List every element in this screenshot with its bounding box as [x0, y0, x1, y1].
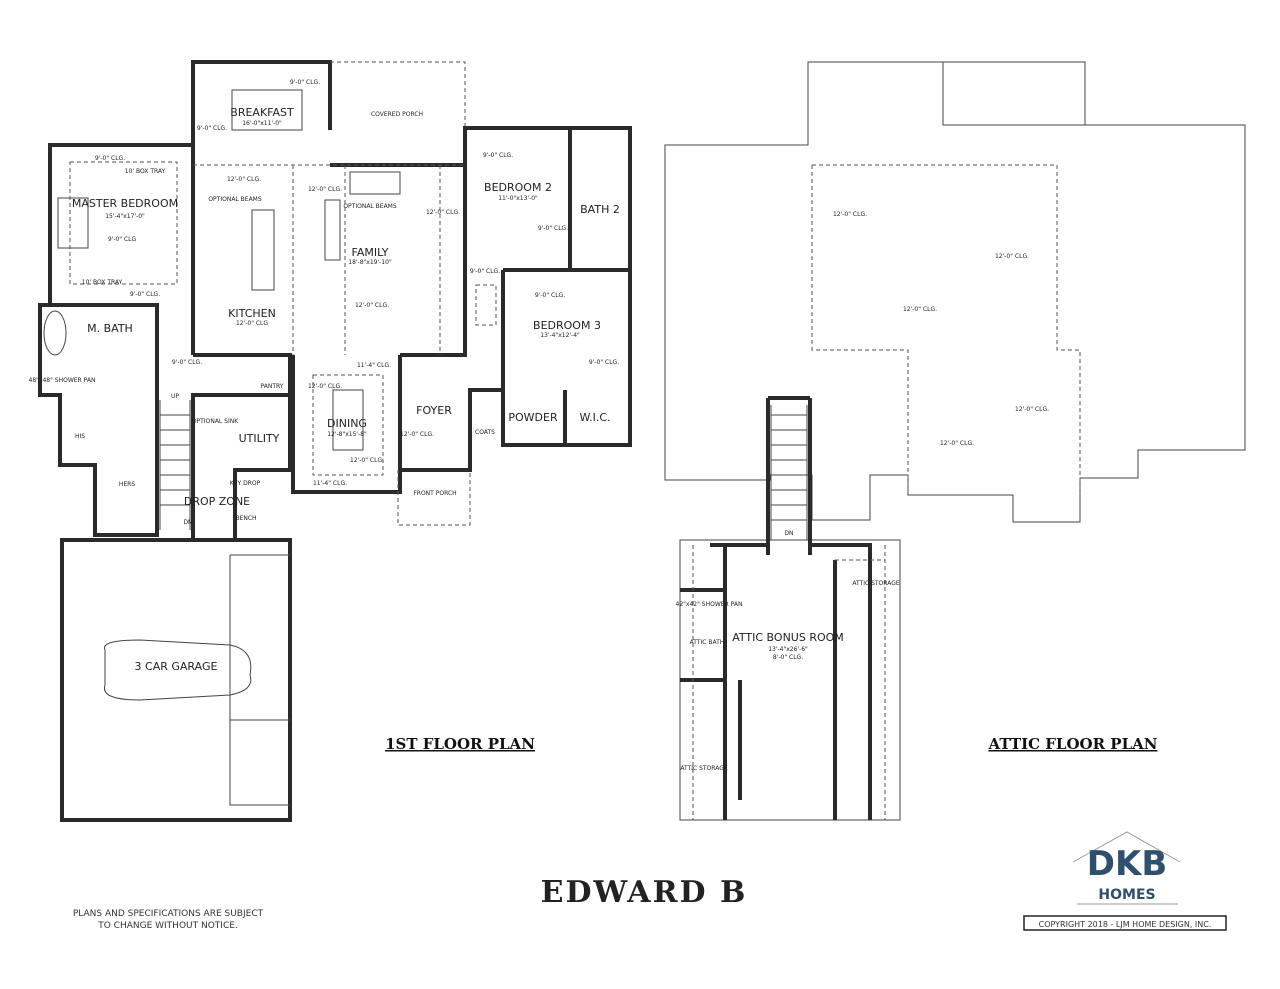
attic-floor-title: ATTIC FLOOR PLAN [988, 735, 1158, 753]
family-clg: 12'-0" CLG. [355, 302, 389, 309]
stair-up-label: UP [171, 393, 179, 400]
kitchen-clg: 12'-0" CLG [236, 320, 268, 327]
attic-clg-4: 12'-0" CLG. [1015, 406, 1049, 413]
master-tray-top: 10' BOX TRAY [125, 168, 166, 175]
m-bath-shower: 48"x48" SHOWER PAN [29, 377, 96, 384]
room-labels: BREAKFAST 16'-0"x11'-0" 9'-0" CLG. 9'-0"… [29, 79, 1050, 772]
key-drop-label: KEY DROP [230, 480, 261, 487]
bath2-label: BATH 2 [580, 203, 620, 216]
attic-floor-walls [664, 61, 1246, 821]
stair-dn-label: DN [183, 519, 192, 526]
logo-letters: DKB [1087, 844, 1167, 884]
dining-clg2-bottom: 12'-0" CLG. [350, 457, 384, 464]
first-floor-details [43, 89, 497, 701]
logo: DKB HOMES [1072, 831, 1181, 905]
disclaimer-line-1: PLANS AND SPECIFICATIONS ARE SUBJECT [73, 909, 264, 919]
powder-label: POWDER [508, 411, 558, 424]
attic-stair-dn: DN [784, 530, 793, 537]
attic-bath-label: ATTIC BATH [690, 639, 725, 646]
master-bedroom-label: MASTER BEDROOM [72, 197, 178, 210]
master-clg: 9'-0" CLG [108, 236, 137, 243]
dining-dims: 12'-8"x15'-8" [327, 431, 367, 438]
kitchen-label: KITCHEN [228, 307, 276, 320]
dining-label: DINING [327, 417, 367, 430]
front-porch-label: FRONT PORCH [413, 490, 456, 497]
first-floor-walls [38, 60, 632, 822]
breakfast-label: BREAKFAST [230, 106, 294, 119]
bedroom3-label: BEDROOM 3 [533, 319, 601, 332]
mbath-clg: 9'-0" CLG. [130, 291, 160, 298]
family-clg-top: 12'-0" CLG. [308, 186, 342, 193]
bedroom3-clg: 9'-0" CLG. [589, 359, 619, 366]
closet2-clg: 9'-0" CLG. [538, 225, 568, 232]
breakfast-clg: 9'-0" CLG. [290, 79, 320, 86]
dining-clg-top: 11'-4" CLG. [357, 362, 391, 369]
m-bath-label: M. BATH [87, 322, 133, 335]
utility-label: UTILITY [239, 432, 280, 445]
master-clg-top: 9'-0" CLG. [95, 155, 125, 162]
stair-hall-clg: 9'-0" CLG. [172, 359, 202, 366]
first-floor-title: 1ST FLOOR PLAN [385, 735, 535, 753]
his-label: HIS [75, 433, 85, 440]
attic-clg-2: 12'-0" CLG. [995, 253, 1029, 260]
hers-label: HERS [119, 481, 135, 488]
bedroom3-dims: 13'-4"x12'-4" [540, 332, 580, 339]
master-dims: 15'-4"x17'-0" [105, 213, 145, 220]
disclaimer-line-2: TO CHANGE WITHOUT NOTICE. [97, 921, 238, 931]
bedroom2-clg: 9'-0" CLG. [483, 152, 513, 159]
hall-clg: 12'-0" CLG. [426, 209, 460, 216]
attic-clg-5: 12'-0" CLG. [940, 440, 974, 447]
foyer-label: FOYER [416, 404, 452, 417]
bedroom3-clg-top: 9'-0" CLG. [535, 292, 565, 299]
copyright: COPYRIGHT 2018 - LJM HOME DESIGN, INC. [1039, 920, 1212, 929]
dining-clg2-top: 12'-0" CLG. [308, 383, 342, 390]
wic-label: W.I.C. [579, 411, 610, 424]
breakfast-dims: 16'-0"x11'-0" [242, 120, 282, 127]
foyer-clg: 12'-0" CLG. [400, 431, 434, 438]
attic-storage-left: ATTIC STORAGE [680, 765, 728, 772]
family-beams: OPTIONAL BEAMS [343, 203, 397, 210]
attic-clg-3: 12'-0" CLG. [903, 306, 937, 313]
attic-clg-1: 12'-0" CLG. [833, 211, 867, 218]
optional-sink-label: OPTIONAL SINK [192, 418, 239, 425]
family-label: FAMILY [352, 246, 389, 259]
plan-name: EDWARD B [541, 875, 748, 910]
covered-porch-label: COVERED PORCH [371, 111, 423, 118]
bedroom2-dims: 11'-0"x13'-0" [498, 195, 538, 202]
hall2-clg: 9'-0" CLG. [470, 268, 500, 275]
garage-label: 3 CAR GARAGE [135, 660, 218, 673]
attic-storage-right: ATTIC STORAGE [852, 580, 900, 587]
breakfast-clg-2: 9'-0" CLG. [197, 125, 227, 132]
pantry-label: PANTRY [261, 383, 284, 390]
attic-bonus-room-label: ATTIC BONUS ROOM [732, 631, 844, 644]
copyright-box [1023, 915, 1227, 931]
coats-label: COATS [475, 429, 495, 436]
attic-shower-label: 42"x42" SHOWER PAN [676, 601, 743, 608]
dining-clg-bottom: 11'-4" CLG. [313, 480, 347, 487]
attic-bonus-dims: 13'-4"x26'-6" [768, 646, 808, 653]
master-tray-bottom: 10' BOX TRAY [82, 279, 123, 286]
bench-label: BENCH [235, 515, 256, 522]
attic-bonus-clg: 8'-0" CLG. [773, 654, 803, 661]
logo-subtitle: HOMES [1098, 887, 1155, 903]
drop-zone-label: DROP ZONE [184, 495, 250, 508]
kitchen-clg-top: 12'-0" CLG. [227, 176, 261, 183]
bedroom2-label: BEDROOM 2 [484, 181, 552, 194]
kitchen-beams: OPTIONAL BEAMS [208, 196, 262, 203]
family-dims: 18'-8"x19'-10" [348, 259, 392, 266]
